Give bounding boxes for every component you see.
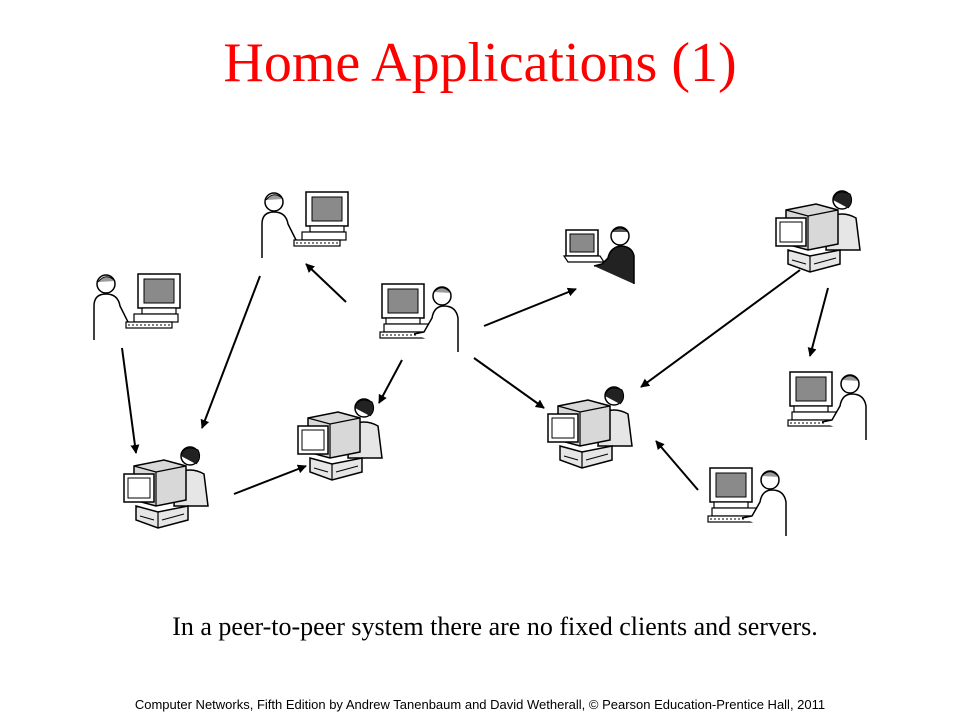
arrow-center-to-laptop (483, 287, 577, 327)
peer-left-person-icon (93, 273, 181, 341)
peer-bottom-middle-person-icon (547, 386, 633, 469)
peer-right-person-icon (787, 371, 867, 441)
peer-laptop-person-icon (563, 226, 635, 285)
arrow-center-to-top-left (305, 263, 347, 303)
peer-bottom-left-person-icon (123, 446, 209, 529)
arrow-top-right-to-right (807, 287, 829, 357)
slide-footer: Computer Networks, Fifth Edition by Andr… (134, 697, 826, 712)
arrow-bottom-left-to-bottom-center (233, 464, 307, 495)
peer-top-right-person-icon (775, 190, 861, 273)
slide-caption: In a peer-to-peer system there are no fi… (172, 612, 818, 641)
peer-bottom-center-person-icon (297, 398, 383, 481)
arrow-center-to-bottom-center (378, 359, 403, 404)
arrow-left-to-bottom-left (121, 347, 140, 454)
slide-title: Home Applications (1) (223, 32, 737, 94)
peer-center-person-icon (379, 283, 459, 353)
peer-top-left-person-icon (261, 191, 349, 259)
peer-connections (121, 263, 829, 495)
arrow-top-left-to-bottom-left (200, 275, 261, 429)
arrow-center-to-bottom-middle (473, 357, 545, 409)
arrow-top-right-to-bottom-middle (640, 269, 801, 388)
arrow-bottom-right-to-bottom-middle (655, 440, 699, 491)
peer-bottom-right-person-icon (707, 467, 787, 537)
